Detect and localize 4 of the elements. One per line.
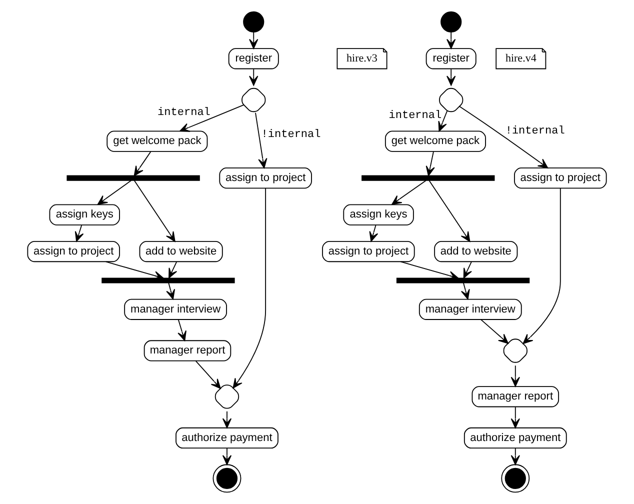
edge-label: !internal — [261, 129, 321, 142]
edge-label: internal — [158, 106, 210, 119]
edge-label: internal — [388, 110, 442, 122]
edge-label: !internal — [505, 126, 565, 138]
